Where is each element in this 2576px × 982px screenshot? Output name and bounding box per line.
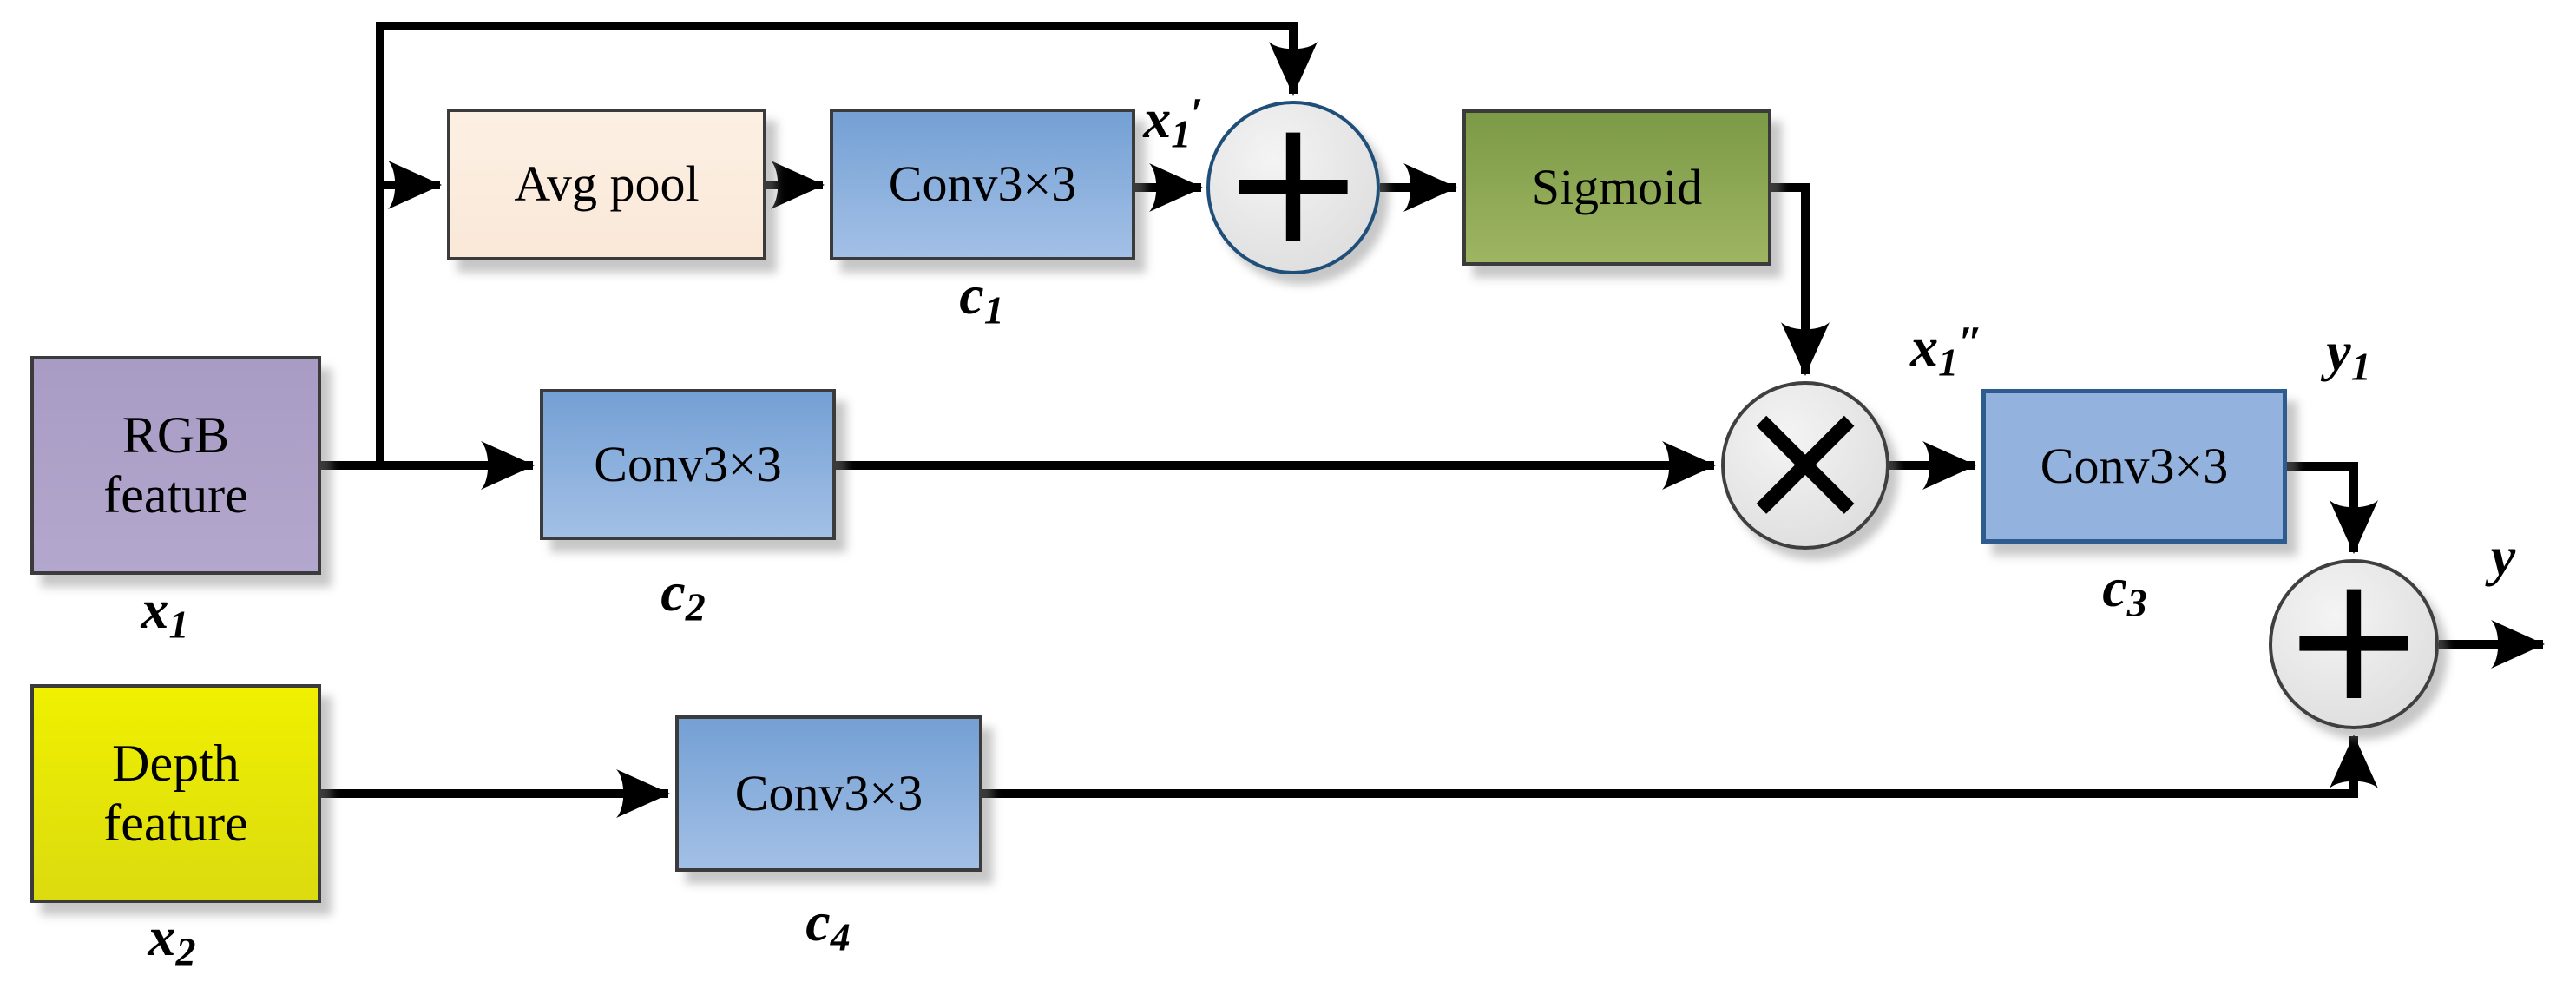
depth-feature-label: Depth feature <box>103 734 248 853</box>
node-add-top: + <box>1206 96 1380 274</box>
label-c3: c3 <box>2102 556 2147 625</box>
conv-c1-label: Conv3×3 <box>888 155 1077 213</box>
node-conv-c2: Conv3×3 <box>540 389 836 540</box>
depth-feature-line1: Depth <box>112 735 240 792</box>
node-rgb-feature: RGB feature <box>30 356 321 575</box>
node-multiply: × <box>1721 373 1889 550</box>
node-add-out: + <box>2269 552 2439 729</box>
rgb-feature-label: RGB feature <box>103 405 248 525</box>
label-c4: c4 <box>805 890 851 959</box>
rgb-feature-line1: RGB <box>122 406 230 464</box>
label-y1: y1 <box>2326 320 2371 389</box>
label-x1: x1 <box>141 577 189 647</box>
label-x1-double-prime: x1″ <box>1910 315 1983 385</box>
node-conv-c4: Conv3×3 <box>675 715 982 872</box>
label-c2: c2 <box>660 560 706 629</box>
node-conv-c3: Conv3×3 <box>1981 389 2287 544</box>
label-x1-prime: x1′ <box>1143 87 1204 156</box>
connector-conv4-to-add-out <box>982 735 2378 798</box>
avg-pool-label: Avg pool <box>514 155 700 213</box>
node-conv-c1: Conv3×3 <box>830 109 1135 260</box>
label-c1: c1 <box>959 263 1004 333</box>
conv-c4-label: Conv3×3 <box>734 764 923 821</box>
label-y: y <box>2490 524 2516 587</box>
connector-conv3-to-add-out <box>2287 462 2378 554</box>
connector-branch-to-add-top <box>376 22 1318 465</box>
rgb-feature-line2: feature <box>103 466 248 524</box>
node-depth-feature: Depth feature <box>30 684 321 903</box>
node-avg-pool: Avg pool <box>447 109 766 260</box>
sigmoid-label: Sigmoid <box>1531 158 1703 215</box>
conv-c3-label: Conv3×3 <box>2040 437 2229 494</box>
label-x2: x2 <box>148 905 196 974</box>
node-sigmoid: Sigmoid <box>1462 109 1771 266</box>
connector-sigmoid-to-multiply <box>1771 183 1830 376</box>
depth-feature-line2: feature <box>103 794 248 852</box>
conv-c2-label: Conv3×3 <box>594 435 782 492</box>
